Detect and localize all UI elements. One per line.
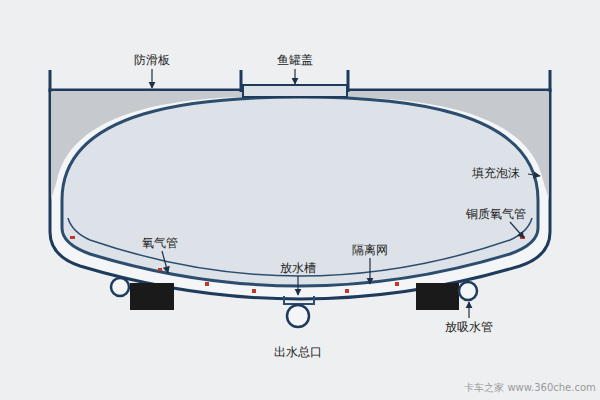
main-outlet xyxy=(287,305,309,327)
support-block xyxy=(130,283,174,310)
isolation-screen xyxy=(68,218,532,276)
part-label: 鱼罐盖 xyxy=(277,53,313,67)
part-label: 放水槽 xyxy=(280,261,316,275)
part-label: 氧气管 xyxy=(142,236,178,250)
part-label: 隔离网 xyxy=(352,243,388,257)
support-block xyxy=(416,283,459,310)
outer-hull xyxy=(50,90,550,299)
watermark: 卡车之家 www.360che.com xyxy=(464,382,596,394)
inner-tank xyxy=(62,97,538,286)
drain-slot xyxy=(284,296,314,304)
part-label: 出水总口 xyxy=(274,345,322,359)
part-label: 填充泡沫 xyxy=(472,166,520,180)
part-label: 铜质氧气管 xyxy=(466,207,526,221)
leader-lines xyxy=(152,69,540,318)
tank-lid xyxy=(243,85,347,97)
part-label: 放吸水管 xyxy=(445,320,493,334)
side-pipe xyxy=(459,282,477,300)
part-label: 防滑板 xyxy=(134,53,170,67)
railing-posts xyxy=(50,70,550,92)
side-pipe xyxy=(111,278,129,296)
